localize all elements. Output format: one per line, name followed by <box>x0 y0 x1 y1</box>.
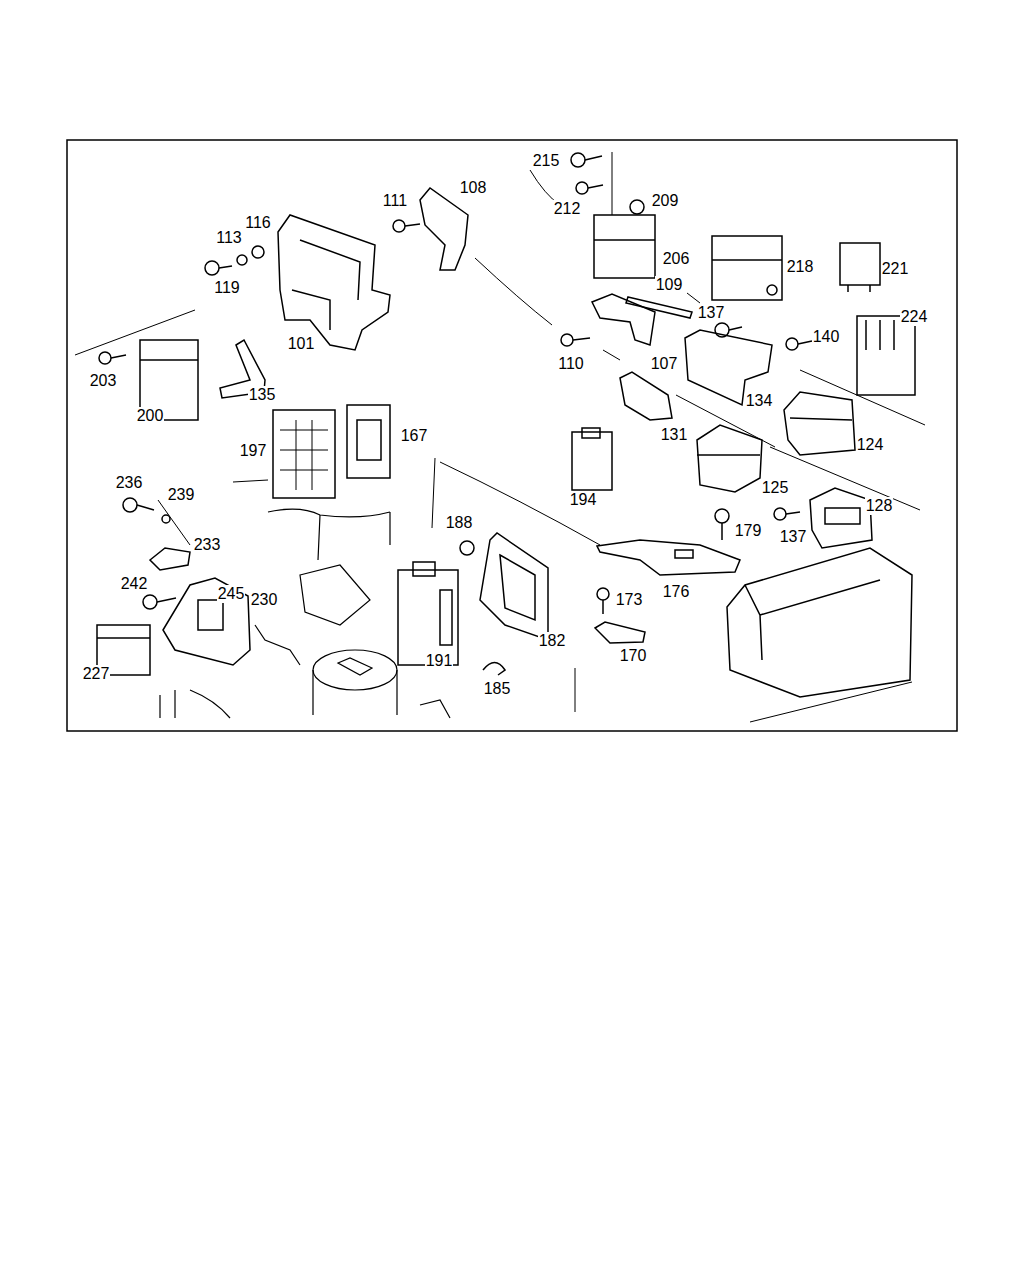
callout-number: 131 <box>660 426 689 444</box>
callout-number: 182 <box>538 632 567 650</box>
callout-number: 194 <box>569 491 598 509</box>
callout-number: 200 <box>136 407 165 425</box>
callout-number: 188 <box>445 514 474 532</box>
callout-number: 179 <box>734 522 763 540</box>
callout-number: 176 <box>662 583 691 601</box>
callout-number: 242 <box>120 575 149 593</box>
callout-number: 203 <box>89 372 118 390</box>
callout-number: 101 <box>287 335 316 353</box>
callout-number: 197 <box>239 442 268 460</box>
callout-number: 113 <box>215 229 243 247</box>
callout-number: 206 <box>662 250 691 268</box>
callout-number: 191 <box>425 652 454 670</box>
callout-number: 221 <box>881 260 910 278</box>
callout-number: 111 <box>382 192 408 210</box>
callout-number: 109 <box>655 276 684 294</box>
callout-number: 110 <box>557 355 585 373</box>
callout-number: 135 <box>248 386 277 404</box>
callout-number: 173 <box>615 591 644 609</box>
callout-number: 140 <box>812 328 841 346</box>
callout-number: 209 <box>651 192 680 210</box>
callout-number: 107 <box>650 355 679 373</box>
callout-number: 119 <box>213 279 241 297</box>
callout-number: 233 <box>193 536 222 554</box>
callout-number: 230 <box>250 591 279 609</box>
callout-number: 170 <box>619 647 648 665</box>
callout-number: 218 <box>786 258 815 276</box>
frame <box>67 140 957 731</box>
callout-number: 224 <box>900 308 929 326</box>
callout-number: 116 <box>244 214 272 232</box>
callout-number: 239 <box>167 486 196 504</box>
callout-number: 167 <box>400 427 429 445</box>
callout-number: 125 <box>761 479 790 497</box>
callout-number: 245 <box>217 585 246 603</box>
callout-number: 215 <box>532 152 561 170</box>
callout-number: 108 <box>459 179 488 197</box>
callout-number: 137 <box>697 304 726 322</box>
callout-number: 128 <box>865 497 894 515</box>
callout-number: 227 <box>82 665 111 683</box>
callout-number: 212 <box>553 200 582 218</box>
callout-number: 185 <box>483 680 512 698</box>
callout-number: 236 <box>115 474 144 492</box>
callout-number: 137 <box>779 528 808 546</box>
callout-number: 134 <box>745 392 774 410</box>
callout-number: 124 <box>856 436 885 454</box>
